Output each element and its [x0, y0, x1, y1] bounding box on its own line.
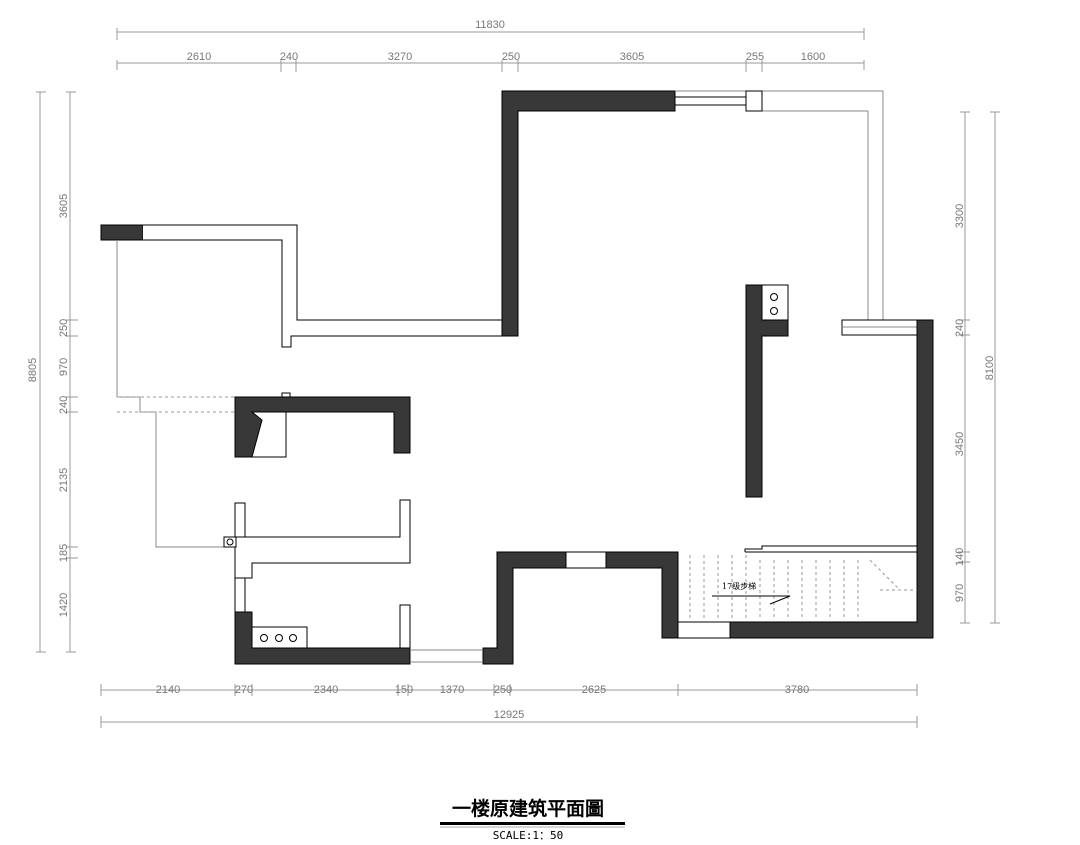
scale-label: SCALE:1：50: [493, 829, 564, 842]
dim-top: 250: [502, 51, 520, 63]
dim-right: 3450: [954, 432, 966, 456]
dim-bottom: 2340: [314, 684, 338, 696]
dim-bottom: 150: [395, 684, 413, 696]
dim-left: 185: [58, 544, 70, 562]
dim-bottom: 270: [235, 684, 253, 696]
dim-left: 3605: [58, 194, 70, 218]
dim-bottom-total: 12925: [494, 709, 525, 721]
dim-left: 250: [58, 319, 70, 337]
dim-right: 140: [954, 548, 966, 566]
drawing-title: 一楼原建筑平面圖: [452, 797, 604, 820]
dim-bottom: 250: [494, 684, 512, 696]
dim-left: 1420: [58, 593, 70, 617]
stair-label: 17级步梯: [722, 581, 756, 591]
dim-top: 240: [280, 51, 298, 63]
bottom-dimensions: 2140 270 2340 150 1370 250 2625 3780 129…: [100, 684, 918, 728]
dim-top-total: 11830: [475, 19, 505, 31]
dim-top: 3605: [620, 51, 644, 63]
dim-bottom: 2625: [582, 684, 606, 696]
dim-top: 2610: [187, 51, 211, 63]
dim-right-total: 8100: [984, 356, 996, 380]
dim-top: 255: [746, 51, 764, 63]
dim-right: 970: [954, 584, 966, 602]
dim-right: 240: [954, 319, 966, 337]
left-dimensions: 8805 3605 250 970 240 2135 185 1420: [27, 91, 78, 653]
dim-bottom: 2140: [156, 684, 180, 696]
dim-left: 240: [58, 396, 70, 414]
stair: 17级步梯: [689, 555, 917, 620]
dim-top: 3270: [388, 51, 412, 63]
walls: [100, 90, 934, 665]
dim-right: 3300: [954, 204, 966, 228]
dim-left: 970: [58, 358, 70, 376]
top-dimensions: 11830 2610 240 3270 250 3605 255 1600: [116, 19, 865, 72]
dim-bottom: 1370: [440, 684, 464, 696]
dim-bottom: 3780: [785, 684, 809, 696]
drawing-title-block: 一楼原建筑平面圖 SCALE:1：50: [440, 797, 625, 842]
dim-left-total: 8805: [27, 358, 39, 382]
right-dimensions: 3300 240 3450 140 970 8100: [954, 111, 1000, 624]
dim-top: 1600: [801, 51, 825, 63]
dim-left: 2135: [58, 468, 70, 492]
